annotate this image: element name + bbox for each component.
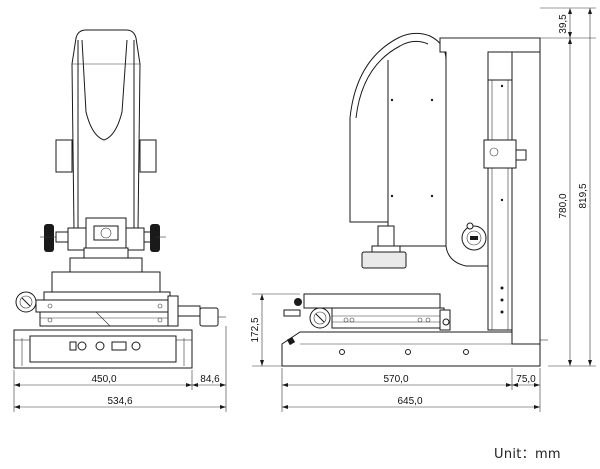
dim-rear-offset: 75,0 xyxy=(516,374,536,385)
dim-overall-depth: 645,0 xyxy=(397,396,422,407)
side-dimension-lines xyxy=(252,7,596,412)
dim-table-width: 450,0 xyxy=(91,374,116,385)
side-view: 570,0 75,0 645,0 172,5 780,0 819,5 39,5 xyxy=(250,7,596,412)
front-dimension-lines xyxy=(13,326,227,412)
dim-table-height: 172,5 xyxy=(250,317,261,342)
dim-overall-height: 819,5 xyxy=(578,183,589,208)
front-view: 450,0 84,6 534,6 xyxy=(13,29,227,412)
dim-knob-offset: 84,6 xyxy=(200,374,220,385)
unit-label: Unit：mm xyxy=(494,447,561,462)
dim-base-depth: 570,0 xyxy=(383,374,408,385)
dim-top-offset: 39,5 xyxy=(558,14,569,34)
dim-overall-width: 534,6 xyxy=(107,396,132,407)
dim-column-height: 780,0 xyxy=(558,193,569,218)
